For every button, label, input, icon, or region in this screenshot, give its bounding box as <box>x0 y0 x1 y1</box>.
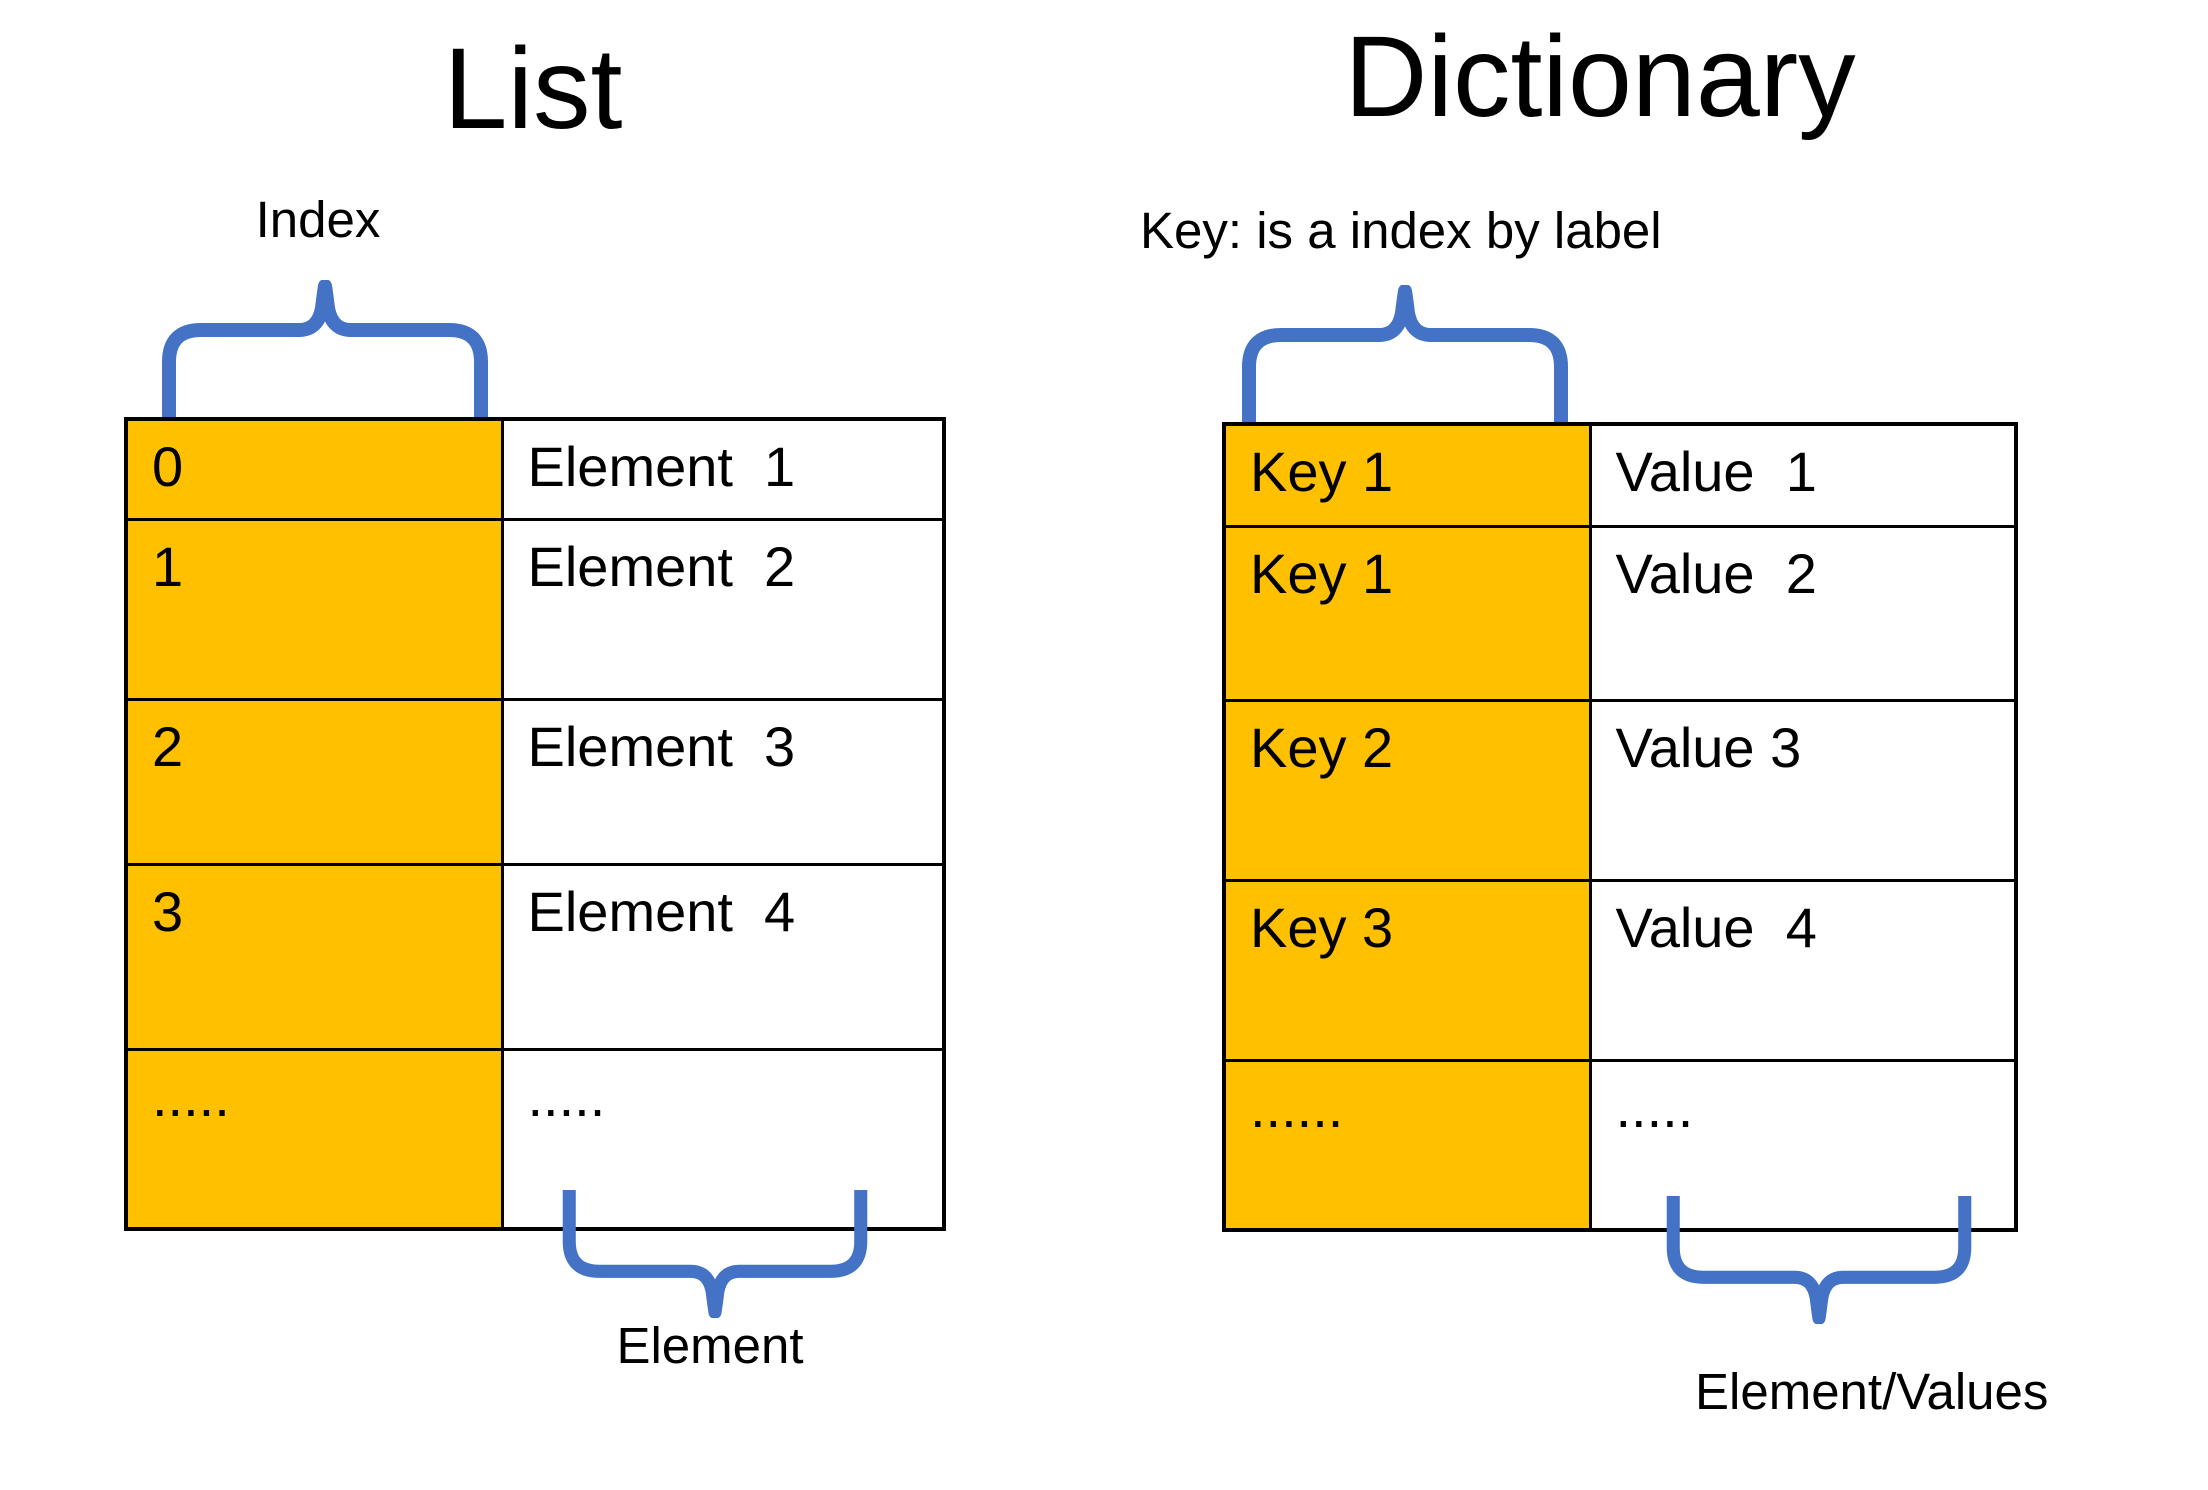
values-brace-icon <box>1654 1196 1984 1324</box>
list-element-cell: Element 3 <box>500 697 946 866</box>
list-table: 0 Element 1 1 Element 2 2 Element 3 3 El… <box>124 417 946 1231</box>
list-element-cell: Element 4 <box>500 862 946 1051</box>
list-element-cell: Element 1 <box>500 417 946 521</box>
dict-key-cell: Key 3 <box>1222 878 1592 1062</box>
index-brace-icon <box>160 280 490 417</box>
dict-key-cell: Key 2 <box>1222 698 1592 882</box>
list-index-cell: 0 <box>124 417 504 521</box>
dictionary-table: Key 1 Value 1 Key 1 Value 2 Key 2 Value … <box>1222 422 2018 1232</box>
table-row: 3 Element 4 <box>124 862 946 1051</box>
dict-value-cell: Value 2 <box>1588 524 2018 702</box>
index-label: Index <box>255 191 381 248</box>
table-row: Key 1 Value 1 <box>1222 422 2018 528</box>
list-element-cell: Element 2 <box>500 517 946 701</box>
dict-value-cell: ..... <box>1588 1058 2018 1232</box>
dictionary-title: Dictionary <box>1344 13 1856 141</box>
table-row: 1 Element 2 <box>124 517 946 701</box>
key-label: Key: is a index by label <box>1140 202 1662 259</box>
dict-value-cell: Value 4 <box>1588 878 2018 1062</box>
dict-value-cell: Value 1 <box>1588 422 2018 528</box>
list-title: List <box>443 25 623 153</box>
dict-value-cell: Value 3 <box>1588 698 2018 882</box>
table-row: Key 2 Value 3 <box>1222 698 2018 882</box>
table-row: Key 1 Value 2 <box>1222 524 2018 702</box>
dict-key-cell: ...... <box>1222 1058 1592 1232</box>
table-row: 2 Element 3 <box>124 697 946 866</box>
table-row: ...... ..... <box>1222 1058 2018 1232</box>
list-index-cell: 2 <box>124 697 504 866</box>
key-brace-icon <box>1240 285 1570 422</box>
list-index-cell: 3 <box>124 862 504 1051</box>
element-brace-icon <box>550 1190 880 1318</box>
table-row: 0 Element 1 <box>124 417 946 521</box>
table-row: Key 3 Value 4 <box>1222 878 2018 1062</box>
dict-key-cell: Key 1 <box>1222 422 1592 528</box>
dict-key-cell: Key 1 <box>1222 524 1592 702</box>
list-index-cell: ..... <box>124 1047 504 1231</box>
element-values-label: Element/Values <box>1695 1363 2049 1420</box>
list-index-cell: 1 <box>124 517 504 701</box>
element-label: Element <box>616 1317 804 1374</box>
